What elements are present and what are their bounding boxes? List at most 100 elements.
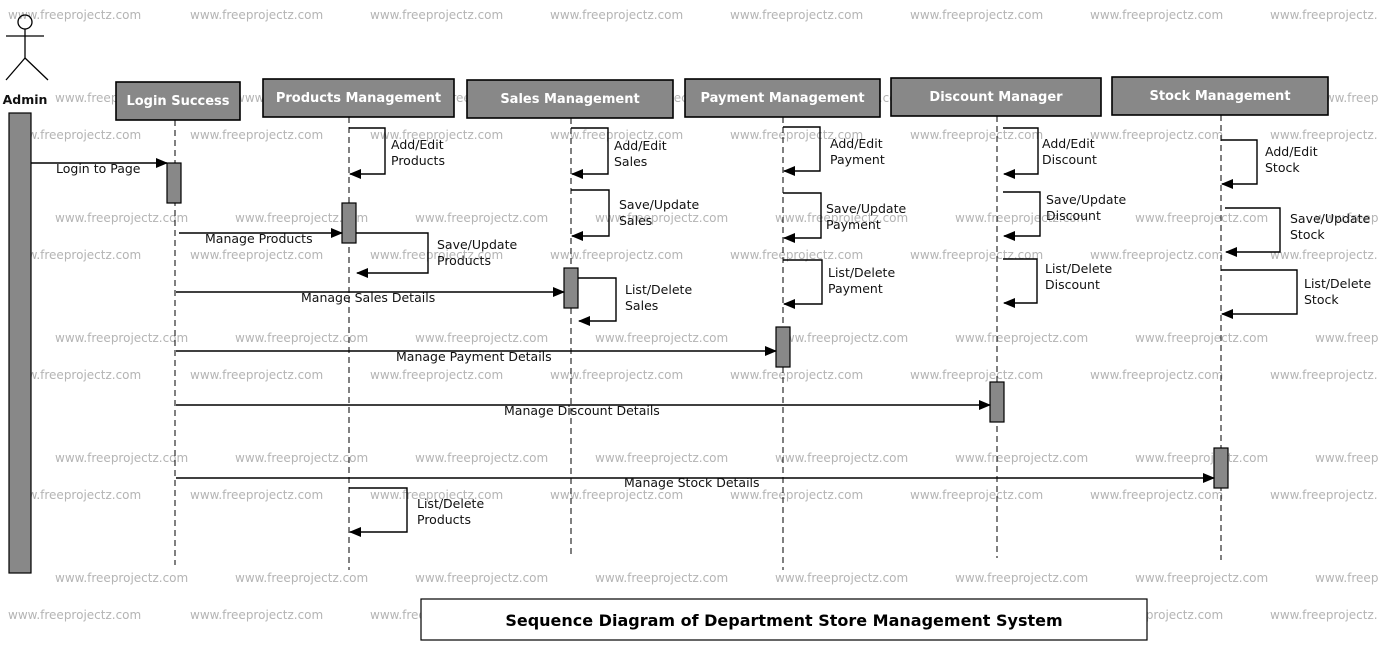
message-label: Login to Page xyxy=(56,161,141,176)
lifeline-header-discount: Discount Manager xyxy=(890,77,1102,117)
watermark-text: www.freeprojectz.com xyxy=(370,248,503,262)
watermark-text: www.freeprojectz.com xyxy=(1315,571,1378,585)
self-message-label-line: List/Delete xyxy=(1045,261,1112,276)
self-message-label-line: List/Delete xyxy=(625,282,692,297)
watermark-text: www.freeprojectz.com xyxy=(1315,91,1378,105)
self-message-label-line: Stock xyxy=(1265,160,1300,175)
watermark-text: www.freeprojectz.com xyxy=(8,248,141,262)
self-message-label-line: Add/Edit xyxy=(1265,144,1318,159)
watermark-text: www.freeprojectz.com xyxy=(190,8,323,22)
lifeline-header-box xyxy=(115,81,241,121)
lifeline-header-payment: Payment Management xyxy=(684,78,881,118)
watermark-text: www.freeprojectz.com xyxy=(730,128,863,142)
admin-activation-bar xyxy=(8,112,32,574)
self-message-label-line: Sales xyxy=(614,154,647,169)
watermark-text: www.freeprojectz.com xyxy=(415,571,548,585)
watermark-text: www.freeprojectz.com xyxy=(1090,488,1223,502)
message-label: Manage Sales Details xyxy=(301,290,435,305)
watermark-text: www.freeprojectz.com xyxy=(1270,8,1378,22)
watermark-text: www.freeprojectz.com xyxy=(550,128,683,142)
watermark-text: www.freeprojectz.com xyxy=(1270,488,1378,502)
watermark-text: www.freeprojectz.com xyxy=(1315,451,1378,465)
watermark-text: www.freeprojectz.com xyxy=(775,451,908,465)
watermark-text: www.freeprojectz.com xyxy=(8,128,141,142)
watermark-text: www.freeprojectz.com xyxy=(955,451,1088,465)
watermark-text: www.freeprojectz.com xyxy=(955,331,1088,345)
self-message-label-line: Save/Update xyxy=(437,237,517,252)
discount-activation-bar xyxy=(989,381,1005,423)
message-label: Manage Payment Details xyxy=(396,349,552,364)
lifeline-header-box xyxy=(466,79,674,119)
diagram-title-box: Sequence Diagram of Department Store Man… xyxy=(420,598,1148,641)
watermark-text: www.freeprojectz.com xyxy=(415,451,548,465)
lifeline-header-label: Sales Management xyxy=(500,92,639,107)
self-message-arrow xyxy=(571,127,609,179)
payment-activation-bar xyxy=(775,326,791,368)
self-message-label-line: Save/Update xyxy=(1290,211,1370,226)
message-label: Manage Stock Details xyxy=(624,475,760,490)
watermark-text: www.freeprojectz.com xyxy=(595,211,728,225)
lifeline-header-box xyxy=(890,77,1102,117)
watermark-text: www.freeprojectz.com xyxy=(730,8,863,22)
lifeline-header-label: Products Management xyxy=(276,91,441,106)
watermark-text: www.freeprojectz.com xyxy=(235,211,368,225)
watermark-text: www.freeprojectz.com xyxy=(730,488,863,502)
watermark-text: www.freeprojectz.com xyxy=(1135,211,1268,225)
login-activation-bar xyxy=(166,162,182,204)
watermark-text: www.freeprojectz.com xyxy=(595,331,728,345)
watermark-text: www.freeprojectz.com xyxy=(910,128,1043,142)
watermark-text: www.freeprojectz.com xyxy=(595,571,728,585)
lifeline-header-box xyxy=(684,78,881,118)
watermark-text: www.freeprojectz.com xyxy=(955,211,1088,225)
watermark-text: www.freeprojectz.com xyxy=(775,211,908,225)
message-manage-payment-details: Manage Payment Details xyxy=(176,346,777,364)
products-activation-bar xyxy=(341,202,357,244)
watermark-text: www.freeprojectz.com xyxy=(1315,211,1378,225)
self-message-label-line: Discount xyxy=(1046,208,1101,223)
watermark-text: www.freeprojectz.com xyxy=(1315,331,1378,345)
self-message-label-line: Sales xyxy=(619,213,652,228)
watermark-text: www.freeprojectz.com xyxy=(190,488,323,502)
message-label: Manage Products xyxy=(205,231,313,246)
self-message-arrow xyxy=(783,126,821,176)
message-login-to-page: Login to Page xyxy=(31,158,168,176)
watermark-text: www.freeprojectz.com xyxy=(1090,248,1223,262)
watermark-text: www.freeprojectz.com xyxy=(910,368,1043,382)
self-message-label-line: Stock xyxy=(1290,227,1325,242)
message-label: Manage Discount Details xyxy=(504,403,660,418)
admin-label: Admin xyxy=(3,92,48,107)
watermark-text: www.freeprojectz.com xyxy=(1090,368,1223,382)
self-message-arrow xyxy=(578,277,617,326)
self-message-label-line: Products xyxy=(391,153,445,168)
lifeline-header-label: Stock Management xyxy=(1149,89,1290,104)
watermark-text: www.freeprojectz.com xyxy=(370,368,503,382)
self-message-arrow xyxy=(1003,127,1039,179)
self-message-arrow xyxy=(783,259,823,309)
diagram-title: Sequence Diagram of Department Store Man… xyxy=(505,611,1062,630)
watermark-text: www.freeprojectz.com xyxy=(55,211,188,225)
watermark-text: www.freeprojectz.com xyxy=(8,8,141,22)
watermark-text: www.freeprojectz.com xyxy=(550,368,683,382)
watermark-text: www.freeprojectz.com xyxy=(910,8,1043,22)
watermark-text: www.freeprojectz.com xyxy=(190,128,323,142)
watermark-text: www.freeprojectz.com xyxy=(370,128,503,142)
self-message-arrow xyxy=(349,487,408,537)
stock-activation-bar xyxy=(1213,447,1229,489)
watermark-text: www.freeprojectz.com xyxy=(8,368,141,382)
